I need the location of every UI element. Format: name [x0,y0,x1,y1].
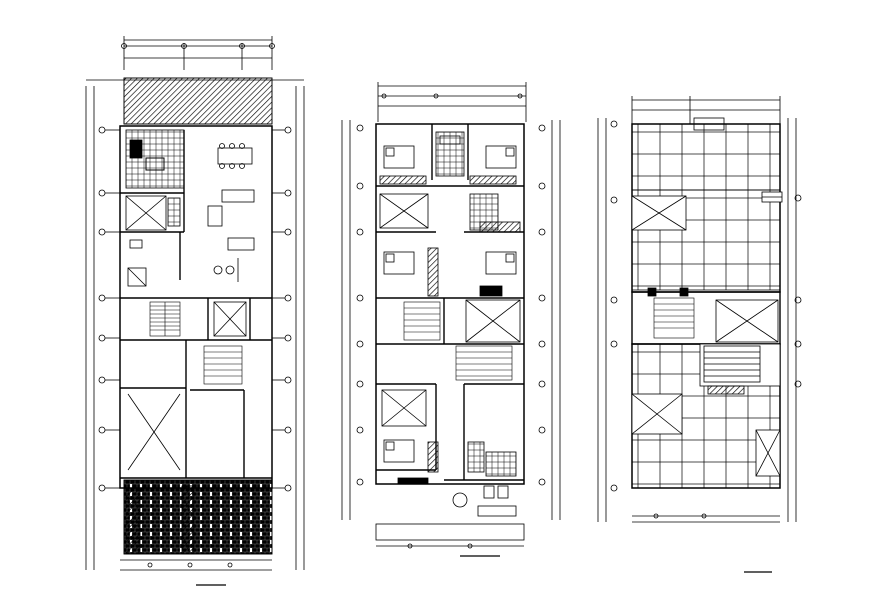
beds [383,145,517,463]
roof-plan [597,96,802,573]
kitchen-counter [129,139,143,159]
interior-walls [120,130,272,479]
stair [403,301,513,381]
first-floor-plan [85,36,305,586]
stone-paving [123,479,273,555]
living-furniture [127,143,255,287]
grid-bubbles [610,120,802,492]
terrace-hatch [123,77,273,125]
kitchen-tiles [125,129,185,189]
grid-bubbles [98,126,292,492]
stair [149,301,243,385]
top-dimension-chain [121,36,275,70]
exterior-wall [375,123,525,485]
interior-walls [376,124,524,481]
grid-bubbles [356,124,546,486]
top-dimension-chain [377,82,527,122]
side-dimension-frame [85,79,305,570]
second-floor-plan [341,82,561,557]
roof-tiles-top [631,123,781,191]
top-dimension-chain [631,96,781,124]
